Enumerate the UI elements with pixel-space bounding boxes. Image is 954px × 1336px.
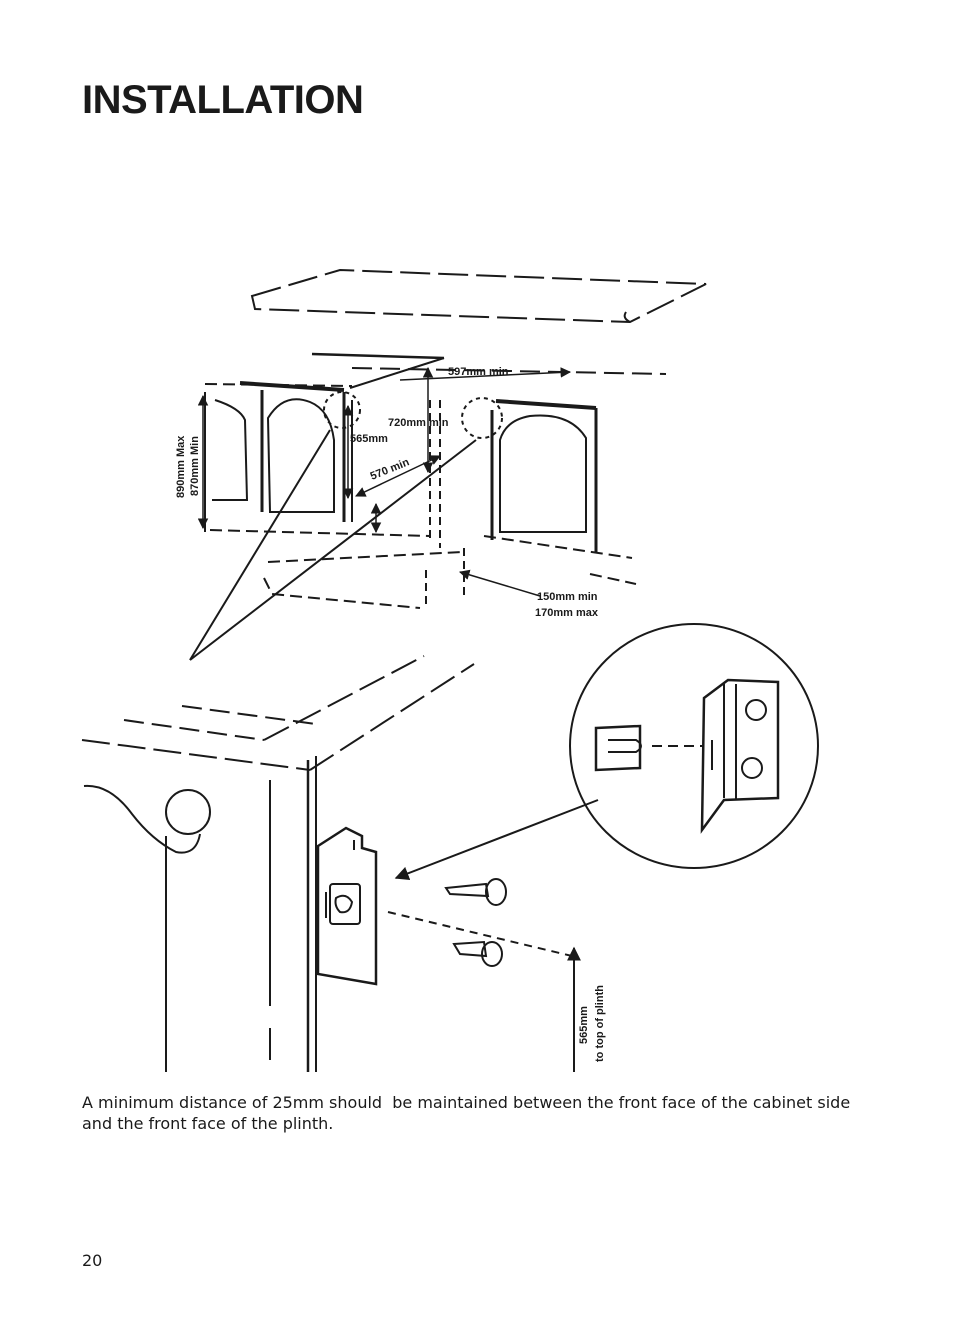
installation-caption: A minimum distance of 25mm should be mai… bbox=[82, 1093, 856, 1133]
label-150mm-min: 150mm min bbox=[537, 591, 598, 603]
upper-dimension-lines bbox=[197, 366, 572, 597]
page-title: INSTALLATION bbox=[82, 78, 364, 122]
worktop-drawing bbox=[250, 268, 707, 324]
label-565mm-bracket: 565mm bbox=[578, 1006, 590, 1044]
label-870mm-min: 870mm Min bbox=[189, 436, 201, 496]
label-570-min: 570 min bbox=[369, 456, 412, 483]
label-565mm: 565mm bbox=[350, 433, 388, 445]
label-170mm-max: 170mm max bbox=[535, 607, 599, 619]
label-890mm-max: 890mm Max bbox=[175, 435, 187, 498]
label-597mm-min: 597mm min bbox=[448, 366, 509, 378]
label-720mm-min: 720mm min bbox=[388, 417, 449, 429]
page-number: 20 bbox=[82, 1251, 103, 1270]
cabinet-side-drawing bbox=[81, 623, 819, 1072]
label-to-top-of-plinth: to top of plinth bbox=[594, 985, 606, 1062]
